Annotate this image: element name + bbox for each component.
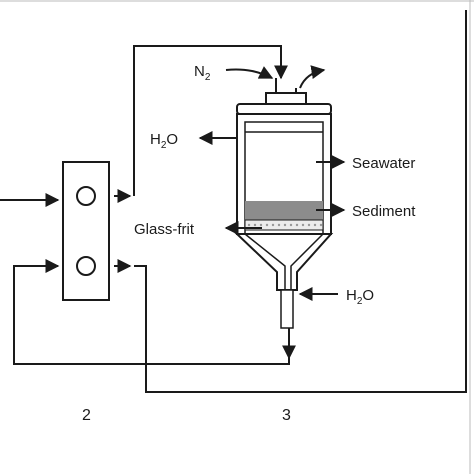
- h2o-bottom-label: H2O: [346, 287, 374, 307]
- h2o-top-label: H2O: [150, 131, 178, 151]
- component-number-2: 2: [82, 407, 91, 424]
- reactor-lid: [236, 103, 332, 115]
- tube-to-right: [134, 10, 467, 393]
- reactor-outlet-stem: [280, 289, 294, 329]
- component-number-3: 3: [282, 407, 291, 424]
- sediment-label: Sediment: [352, 203, 416, 220]
- reactor-funnel-inner: [244, 233, 286, 290]
- return-loop: [13, 259, 290, 365]
- n2-label: N2: [194, 63, 211, 83]
- glass-frit-label: Glass-frit: [134, 221, 195, 238]
- reactor-funnel: [234, 233, 334, 291]
- n2-inlet-arrow: [225, 66, 274, 79]
- reactor-lid-knob: [265, 92, 307, 105]
- seawater-label: Seawater: [352, 155, 415, 172]
- tube-to-reactor-top: [133, 45, 288, 196]
- pump-head-top: [76, 186, 96, 206]
- sediment-layer: [245, 201, 323, 220]
- glass-frit-layer: [244, 219, 324, 231]
- pump-box: [62, 161, 110, 301]
- gas-outlet-arrow: [299, 65, 326, 89]
- reactor-funnel-inner-right: [290, 233, 324, 290]
- pump-head-bottom: [76, 256, 96, 276]
